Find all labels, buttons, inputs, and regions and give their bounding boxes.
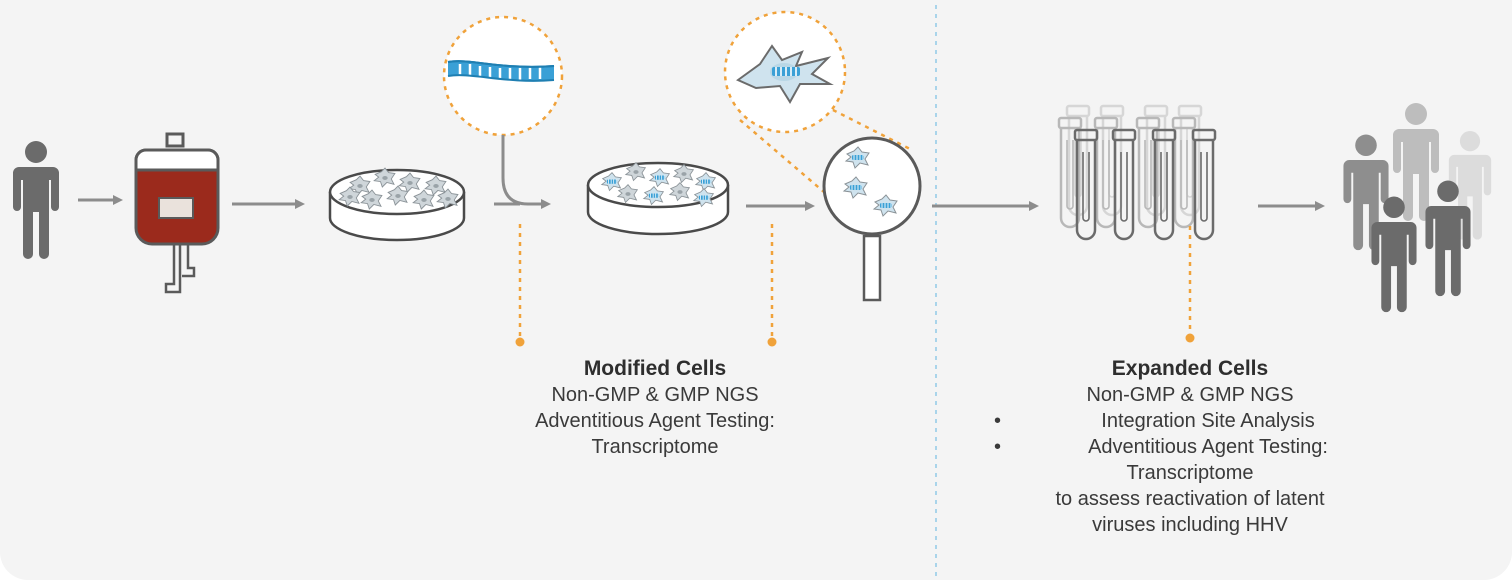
caption-line: Adventitious Agent Testing:	[535, 410, 775, 432]
caption-line: Transcriptome	[1126, 462, 1254, 484]
bullet-item: Integration Site Analysis	[994, 408, 1388, 434]
bullet-item: Adventitious Agent Testing:	[994, 434, 1388, 460]
vials-icon	[1057, 104, 1217, 241]
magnifier-icon	[822, 136, 922, 302]
callout-line	[832, 108, 913, 152]
people-group-icon	[1343, 103, 1492, 313]
expanded-cells-caption: Expanded Cells Non-GMP & GMP NGS Integra…	[994, 356, 1370, 538]
callout-dot	[1185, 333, 1195, 343]
modified-cells-title: Modified Cells	[583, 357, 727, 380]
blood-bag-icon	[134, 132, 220, 294]
cell-icon	[736, 44, 834, 104]
callout-line	[739, 119, 839, 205]
petri-dish-icon	[328, 167, 466, 242]
caption-line: Transcriptome	[591, 436, 719, 458]
connector-curve	[501, 135, 551, 209]
expanded-cells-title: Expanded Cells	[1111, 357, 1269, 380]
caption-line: viruses including HHV	[1092, 514, 1288, 536]
dna-strand-icon	[447, 60, 555, 82]
petri-dish-icon	[586, 161, 730, 236]
caption-line: Non-GMP & GMP NGS	[551, 384, 759, 406]
caption-line: to assess reactivation of latent	[1055, 488, 1325, 510]
modified-cells-caption: Modified Cells Non-GMP & GMP NGS Adventi…	[480, 356, 830, 460]
person-icon	[13, 141, 59, 259]
callout-dot	[515, 337, 525, 347]
caption-line: Non-GMP & GMP NGS	[1086, 384, 1294, 406]
callout-dot	[767, 337, 777, 347]
